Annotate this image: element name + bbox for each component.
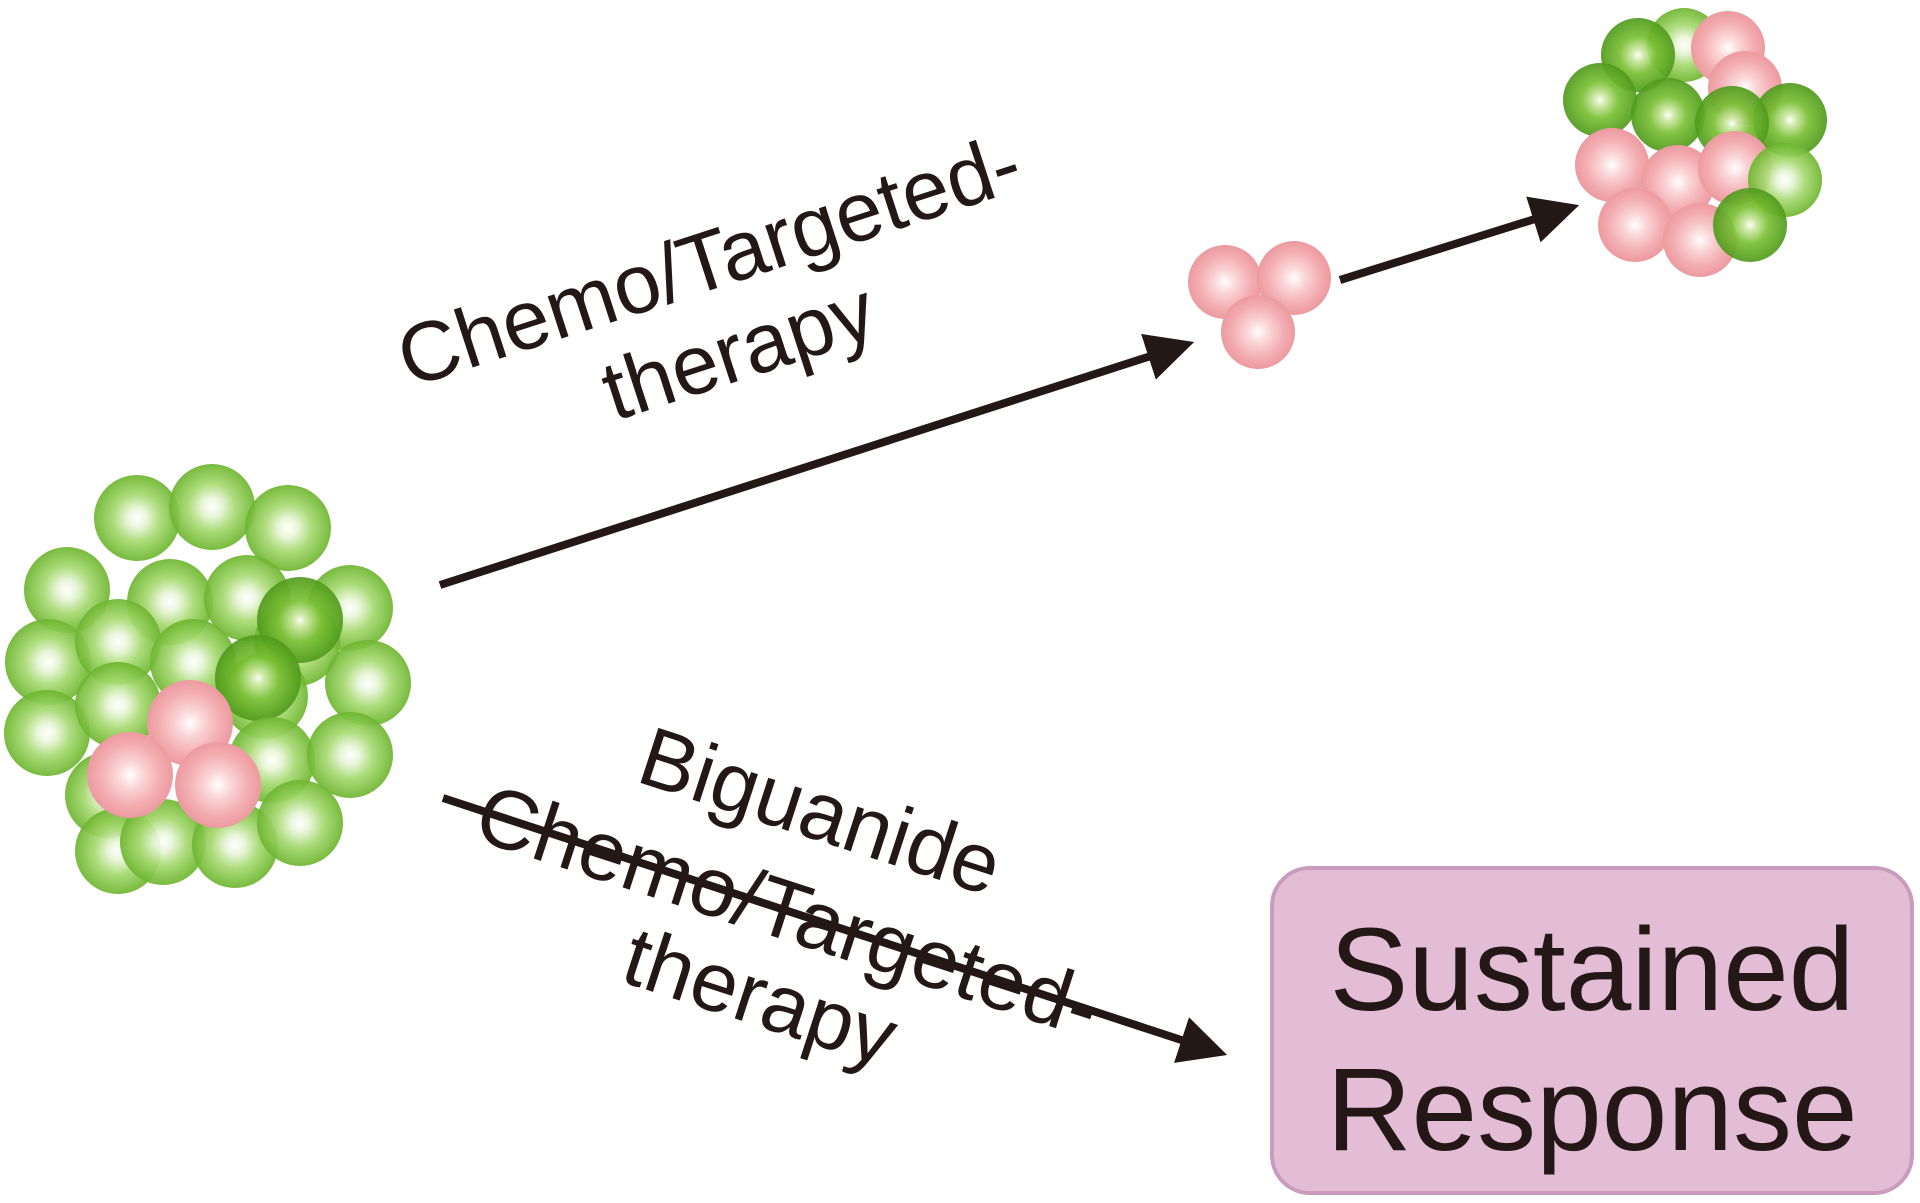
green-cell (75, 599, 161, 685)
green-cell (120, 799, 206, 885)
pink-cell (175, 742, 261, 828)
pink-cell (1221, 295, 1295, 369)
green-cell (215, 635, 301, 721)
outcome-line1: Sustained (1330, 904, 1855, 1036)
green-cell (307, 712, 393, 798)
green-cell (75, 662, 161, 748)
green-cell (1713, 188, 1787, 262)
relapse-arrow (1338, 196, 1580, 284)
green-cell (1563, 63, 1637, 137)
outcome-line2: Response (1326, 1044, 1857, 1176)
green-cell (94, 475, 180, 561)
green-cell (325, 640, 411, 726)
green-cell (169, 464, 255, 550)
green-cell (1753, 83, 1827, 157)
outcome-box-background (1270, 866, 1914, 1195)
upper-therapy-arrow (438, 333, 1195, 589)
lower-pathway-label: Biguanide Chemo/Targeted- therapy (465, 708, 1111, 1084)
residual-cells-cluster (1188, 241, 1331, 369)
green-cell (245, 485, 331, 571)
green-cell (4, 690, 90, 776)
initial-tumor-cluster (4, 464, 411, 894)
relapsed-tumor-cluster (1563, 8, 1827, 277)
pink-cell (1257, 241, 1331, 315)
pink-cell (1598, 188, 1672, 262)
upper-pathway-label: Chemo/Targeted- therapy (386, 115, 1032, 438)
green-cell (150, 619, 236, 705)
green-cell (257, 780, 343, 866)
pink-cell (87, 732, 173, 818)
lower-therapy-arrow (441, 794, 1228, 1063)
green-cell (5, 619, 91, 705)
sustained-response-box: Sustained Response (1270, 866, 1914, 1195)
pink-cell (1575, 128, 1649, 202)
green-cell (1631, 78, 1705, 152)
